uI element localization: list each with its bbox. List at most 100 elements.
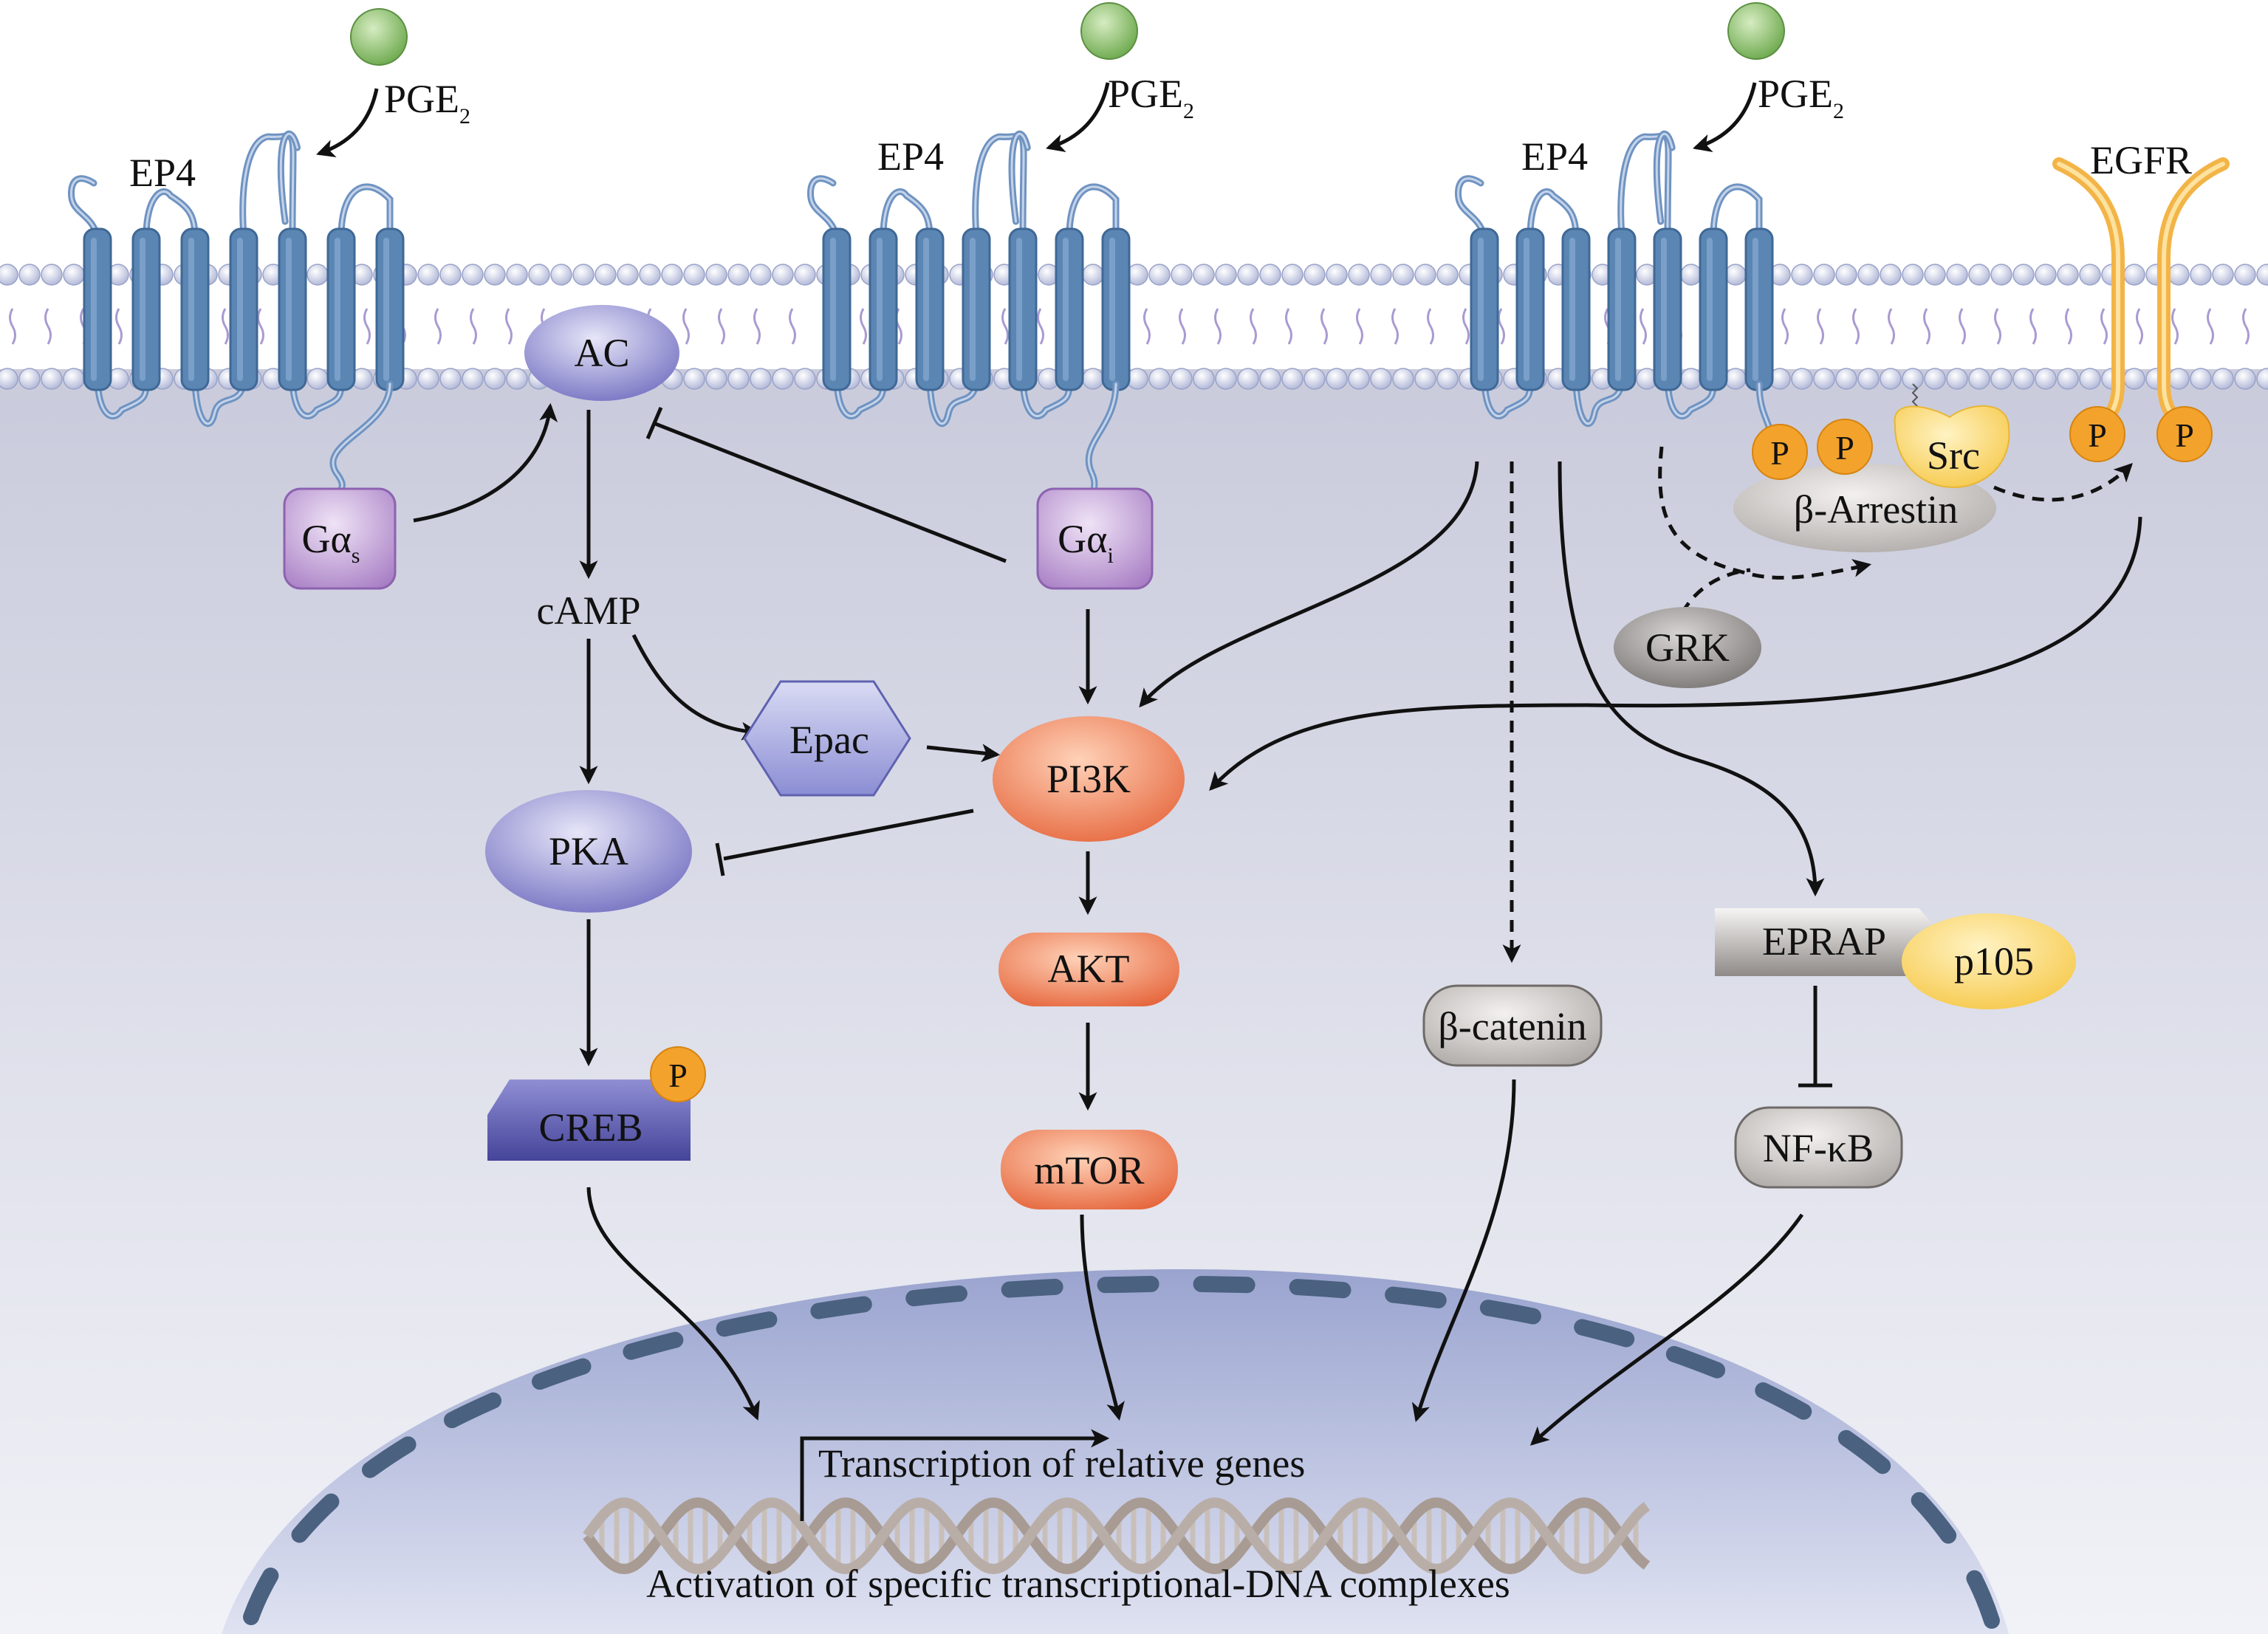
- lipid-head: [2123, 264, 2145, 286]
- eprap-complex: EPRAP p105: [1715, 908, 2076, 1009]
- lipid-head: [306, 368, 329, 390]
- dna-helix: [583, 1497, 1651, 1575]
- pge2-label-3: PGE2: [1758, 72, 1844, 123]
- lipid-head: [528, 264, 550, 286]
- lipid-head: [417, 264, 439, 286]
- ep4-receptor-2: [806, 130, 1131, 495]
- lipid-head: [772, 264, 794, 286]
- lipid-head: [462, 368, 484, 390]
- ligand-pge2-2: PGE2: [1046, 2, 1194, 152]
- mtor-label: mTOR: [1034, 1148, 1144, 1192]
- lipid-head: [705, 368, 727, 390]
- lipid-head: [63, 368, 85, 390]
- lipid-head: [1791, 368, 1813, 390]
- lipid-head: [661, 264, 683, 286]
- grk-node: GRK: [1614, 607, 1761, 688]
- lipid-head: [550, 264, 572, 286]
- ep4-receptor-3: [1454, 130, 1775, 450]
- ep4-label-3: EP4: [1521, 134, 1588, 179]
- lipid-head: [1259, 264, 1281, 286]
- lipid-head: [1857, 264, 1880, 286]
- ac-label: AC: [574, 331, 629, 375]
- lipid-head: [417, 368, 439, 390]
- transmembrane-helix: [1653, 227, 1682, 391]
- lipid-head: [1968, 264, 1990, 286]
- ac-node: AC: [524, 305, 679, 401]
- ep4-label-1: EP4: [129, 151, 196, 195]
- g-alpha-s-node: Gαs: [283, 487, 397, 590]
- lipid-head: [1348, 264, 1370, 286]
- transmembrane-helix: [869, 227, 898, 391]
- g-alpha-i-node: Gαi: [1036, 487, 1154, 590]
- egfr-phospho-sites: P P: [2069, 406, 2213, 462]
- lipid-head: [2012, 368, 2035, 390]
- pge2-label-2: PGE2: [1108, 72, 1194, 123]
- lipid-head: [2012, 264, 2035, 286]
- beta-arrestin-node: [1733, 464, 1996, 552]
- lipid-head: [1946, 368, 1968, 390]
- lipid-head: [1237, 368, 1259, 390]
- lipid-head: [306, 264, 329, 286]
- akt-label: AKT: [1048, 947, 1130, 991]
- ep4-receptor-1: [67, 130, 405, 495]
- transmembrane-helix: [1744, 227, 1774, 391]
- lipid-head: [1436, 264, 1459, 286]
- ligand-pge2-3: PGE2: [1693, 2, 1844, 152]
- lipid-head: [1968, 368, 1990, 390]
- lipid-head: [1724, 368, 1747, 390]
- lipid-head: [1259, 368, 1281, 390]
- transmembrane-helix: [1515, 227, 1545, 391]
- egfr-label: EGFR: [2090, 138, 2192, 182]
- lipid-head: [727, 368, 750, 390]
- lipid-head: [1680, 264, 1702, 286]
- lipid-head: [506, 368, 528, 390]
- lipid-head: [1813, 368, 1835, 390]
- transmembrane-helix: [1561, 227, 1591, 391]
- lipid-head: [2035, 264, 2057, 286]
- lipid-head: [439, 368, 462, 390]
- lipid-head: [2256, 264, 2268, 286]
- lipid-head: [1990, 264, 2012, 286]
- lipid-head: [1148, 264, 1171, 286]
- lipid-head: [18, 368, 41, 390]
- lipid-head: [705, 264, 727, 286]
- transmembrane-helix: [915, 227, 945, 391]
- transmembrane-helix: [1607, 227, 1637, 391]
- lipid-head: [1813, 264, 1835, 286]
- egfr-phospho-1: [2069, 406, 2125, 462]
- lipid-head: [750, 368, 772, 390]
- lipid-head: [2190, 264, 2212, 286]
- g-alpha-i-label: Gαi: [1058, 517, 1114, 568]
- activation-label: Activation of specific transcriptional-D…: [646, 1562, 1510, 1606]
- lipid-head: [2168, 368, 2190, 390]
- epac-label: Epac: [789, 718, 869, 762]
- transmembrane-helix: [278, 227, 307, 391]
- lipid-head: [1148, 368, 1171, 390]
- lipid-head: [439, 264, 462, 286]
- transmembrane-helix: [326, 227, 356, 391]
- nuclear-envelope: [243, 1275, 2002, 1634]
- lipid-head: [2123, 368, 2145, 390]
- beta-catenin-node: β-catenin: [1422, 984, 1603, 1067]
- lipid-head: [2168, 264, 2190, 286]
- lipid-head: [2057, 264, 2079, 286]
- lipid-head: [1303, 368, 1326, 390]
- lipid-head: [2234, 368, 2256, 390]
- lipid-head: [1215, 264, 1237, 286]
- lipid-head: [1171, 264, 1193, 286]
- src-node: [1894, 405, 2010, 489]
- creb-node: CREB P: [487, 1046, 706, 1161]
- pi3k-label: PI3K: [1046, 757, 1131, 801]
- lipid-head: [1215, 368, 1237, 390]
- lipid-head: [1193, 264, 1215, 286]
- lipid-head: [595, 264, 617, 286]
- egfr-receptor: EGFR: [2052, 138, 2230, 431]
- p105-label: p105: [1954, 939, 2034, 984]
- pge2-molecule: [1080, 2, 1138, 60]
- lipid-head: [639, 264, 661, 286]
- lipid-head: [0, 368, 18, 390]
- lipid-head: [1082, 264, 1104, 286]
- transmembrane-helix: [131, 227, 161, 391]
- lipid-head: [1193, 368, 1215, 390]
